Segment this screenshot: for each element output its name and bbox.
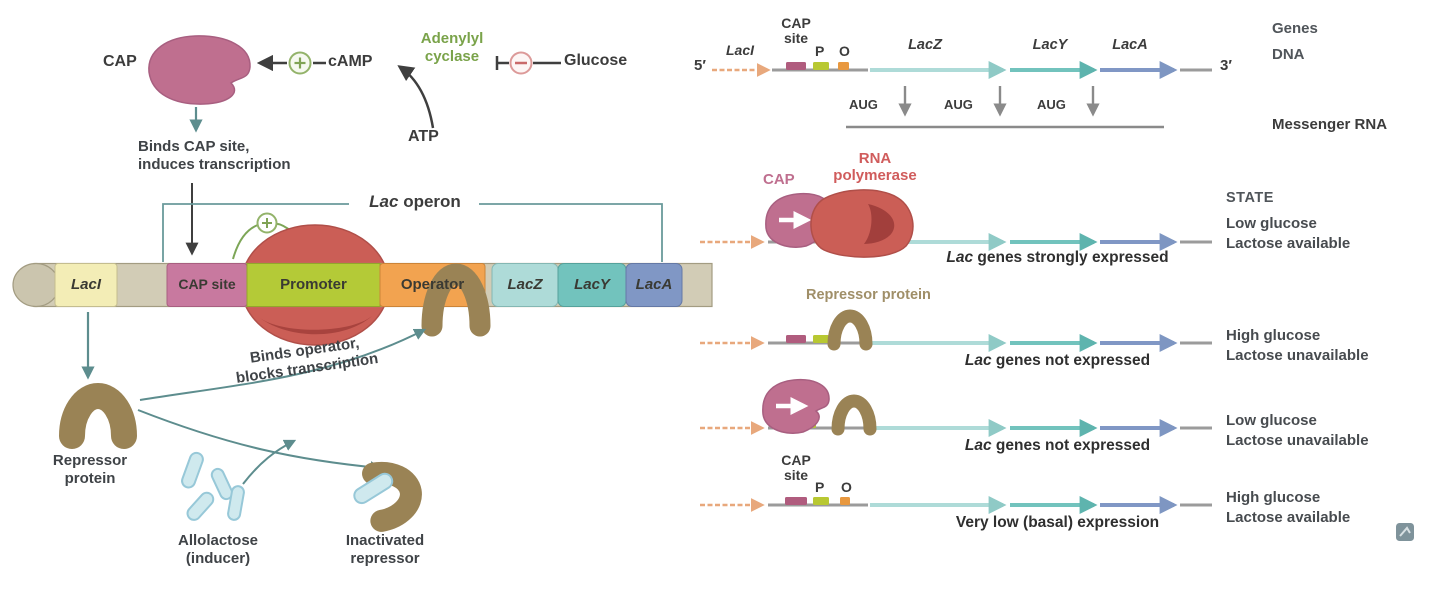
caption-row-3: Lac genes not expressed [915, 437, 1200, 456]
lac-operon-rest: operon [398, 192, 461, 211]
caption-row-2-italic: Lac [964, 352, 992, 369]
r2-rna-polymerase-blob [810, 189, 914, 258]
rna-polymerase-shading [260, 316, 372, 335]
atp-label: ATP [408, 128, 439, 145]
dna-bar-endcap [12, 262, 60, 308]
segment-laci [54, 263, 118, 307]
bar-segment-label-promoter: Promoter [280, 276, 347, 293]
bound-allolactose-pill [353, 472, 394, 505]
aug-label-3: AUG [1037, 97, 1066, 112]
caption-row-1: Lac genes strongly expressed [915, 249, 1200, 268]
operator-label-top: O [839, 43, 850, 59]
caption-row-4-rest: Very low (basal) expression [955, 514, 1160, 531]
caption-row-3-rest: genes not expressed [991, 437, 1151, 454]
lacy-gene-label: LacY [1032, 37, 1068, 53]
r2-rna-polymerase-cleft [864, 204, 895, 244]
inactivated-repressor-label: Inactivated repressor [345, 532, 425, 568]
bar-segment-label-lacy: LacY [574, 276, 610, 293]
lac-operon-italic: Lac [369, 192, 399, 211]
binds-operator-curve [139, 328, 427, 401]
cap-site-label-row5: CAP site [781, 452, 811, 484]
bar-segment-label-laci: LacI [70, 276, 101, 293]
aug-label-2: AUG [944, 97, 973, 112]
cap-label: CAP [103, 53, 137, 70]
bar-segment-label-lacz: LacZ [507, 276, 543, 293]
genes-column-label: Genes [1272, 20, 1318, 37]
adenylyl-cyclase-label: Adenylyl cyclase [420, 30, 484, 66]
segment-laca [625, 263, 683, 307]
binds-cap-note: Binds CAP site, induces transcription [138, 138, 291, 174]
inactivation-curve [137, 409, 383, 474]
allolactose-arrow [242, 439, 297, 485]
state-row-1: Low glucose Lactose available [1226, 215, 1351, 253]
r5-operator-block [840, 497, 850, 505]
mrna-label: Messenger RNA [1272, 116, 1388, 133]
caption-row-3-italic: Lac [964, 437, 992, 454]
r5-promoter-block [813, 497, 829, 505]
bar-segment-label-cap-site: CAP site [178, 276, 236, 292]
watermark-logo [1396, 523, 1414, 541]
segment-promoter [246, 263, 381, 307]
lacz-gene-label: LacZ [908, 37, 942, 53]
r3-repressor-blob [827, 309, 873, 351]
laci-gene-label: LacI [725, 42, 754, 58]
r3-promoter-block [813, 335, 829, 343]
camp-label: cAMP [328, 53, 373, 70]
promoter-label-top: P [815, 43, 825, 59]
state-row-3: Low glucose Lactose unavailable [1226, 412, 1369, 450]
operator-label-row5: O [841, 479, 852, 495]
bar-segment-label-operator: Operator [400, 276, 465, 293]
allolactose-label: Allolactose (inducer) [177, 532, 259, 568]
repressor-on-operator [421, 263, 491, 337]
r1-cap-site-block [786, 62, 806, 70]
caption-row-2-rest: genes not expressed [991, 352, 1151, 369]
r5-cap-site-block [785, 497, 807, 505]
repressor-protein-label: Repressor protein [52, 452, 128, 488]
three-prime-label: 3′ [1220, 57, 1232, 74]
five-prime-label: 5′ [694, 57, 706, 74]
lac-operon-label: Lac operon [352, 192, 478, 213]
cap-protein-blob [148, 35, 251, 105]
rna-polymerase-label: RNA polymerase [833, 150, 917, 184]
r4-repressor-blob [831, 394, 877, 436]
caption-row-4: Very low (basal) expression [915, 514, 1200, 533]
caption-row-1-italic: Lac [946, 249, 974, 266]
r1-operator-block [838, 62, 849, 70]
cap-site-label-top: CAP site [781, 15, 811, 47]
laca-gene-label: LacA [1112, 37, 1148, 53]
state-row-2: High glucose Lactose unavailable [1226, 327, 1369, 365]
aug-label-1: AUG [849, 97, 878, 112]
promoter-label-row5: P [815, 479, 825, 495]
allolactose-molecules [181, 451, 245, 521]
bar-segment-label-laca: LacA [635, 276, 673, 293]
state-header: STATE [1226, 190, 1274, 206]
caption-row-2: Lac genes not expressed [915, 352, 1200, 371]
repressor-protein-blob [59, 383, 137, 449]
caption-row-1-rest: genes strongly expressed [973, 249, 1169, 266]
state-row-4: High glucose Lactose available [1226, 489, 1351, 527]
glucose-label: Glucose [564, 52, 628, 69]
r3-cap-site-block [786, 335, 806, 343]
repressor-protein-label-row3: Repressor protein [806, 287, 931, 303]
cap-label-row2: CAP [763, 171, 795, 188]
atp-to-camp-arrow [397, 65, 435, 129]
r1-promoter-block [813, 62, 829, 70]
lac-operon-bracket [162, 203, 663, 262]
dna-column-label: DNA [1272, 46, 1305, 63]
